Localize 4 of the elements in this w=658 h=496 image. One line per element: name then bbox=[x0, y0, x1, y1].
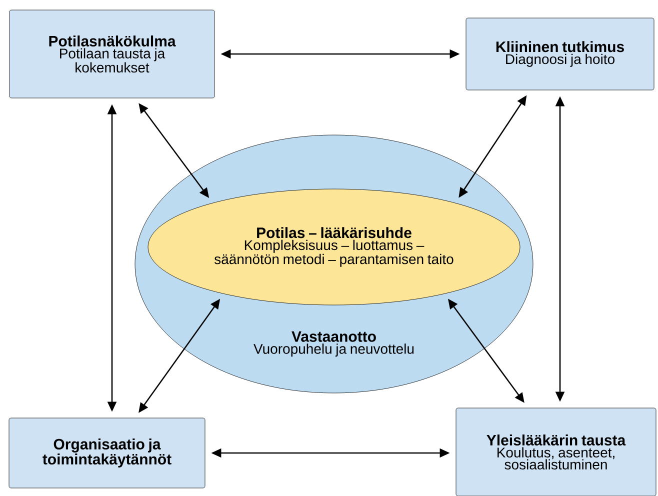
text-box: Kliininen tutkimus Diagnoosi ja hoito bbox=[466, 18, 654, 90]
text-box: Potilasnäkökulma Potilaan tausta ja kokemukset bbox=[9, 10, 215, 98]
text-box: Yleislääkärin tausta Koulutus, asenteet, sosiaalistuminen bbox=[456, 408, 656, 496]
text-box: Organisaatio ja toimintakäytännöt bbox=[8, 418, 206, 488]
